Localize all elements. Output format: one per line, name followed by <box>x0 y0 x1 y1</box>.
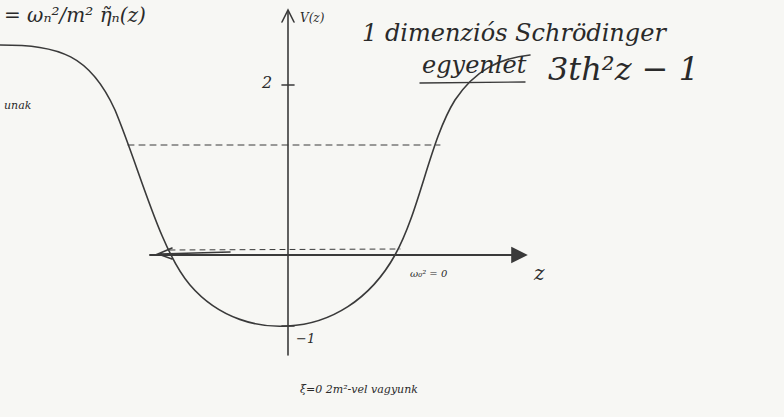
heading-note: 1 dimenziós Schrödinger <box>362 20 666 46</box>
formula-note: = ωₙ²/m² η̃ₙ(z) <box>4 4 146 26</box>
tick-label: 2 <box>262 74 272 92</box>
eigenvalue-note: ω₀² = 0 <box>410 268 447 279</box>
v-axis <box>287 12 289 355</box>
axis-label: V(z) <box>300 12 324 25</box>
tick-label: −1 <box>296 332 315 346</box>
dashed-level <box>128 145 440 146</box>
tick-2 <box>282 84 294 86</box>
bottom-note: ξ=0 2m²-vel vagyunk <box>300 384 418 396</box>
axis-label: z <box>534 262 545 284</box>
z-axis-arrow <box>512 248 526 262</box>
potential-formula: 3th²z − 1 <box>548 52 699 87</box>
z-axis <box>150 254 522 256</box>
heading-note: egyenlet <box>422 52 526 78</box>
v-axis-arrow <box>282 10 294 22</box>
dashed-zero-level <box>170 249 400 250</box>
potential-curve <box>0 45 530 326</box>
cut-note: unak <box>4 100 31 112</box>
egyenlet-underline <box>420 82 525 83</box>
tick-minus-1 <box>282 325 294 327</box>
